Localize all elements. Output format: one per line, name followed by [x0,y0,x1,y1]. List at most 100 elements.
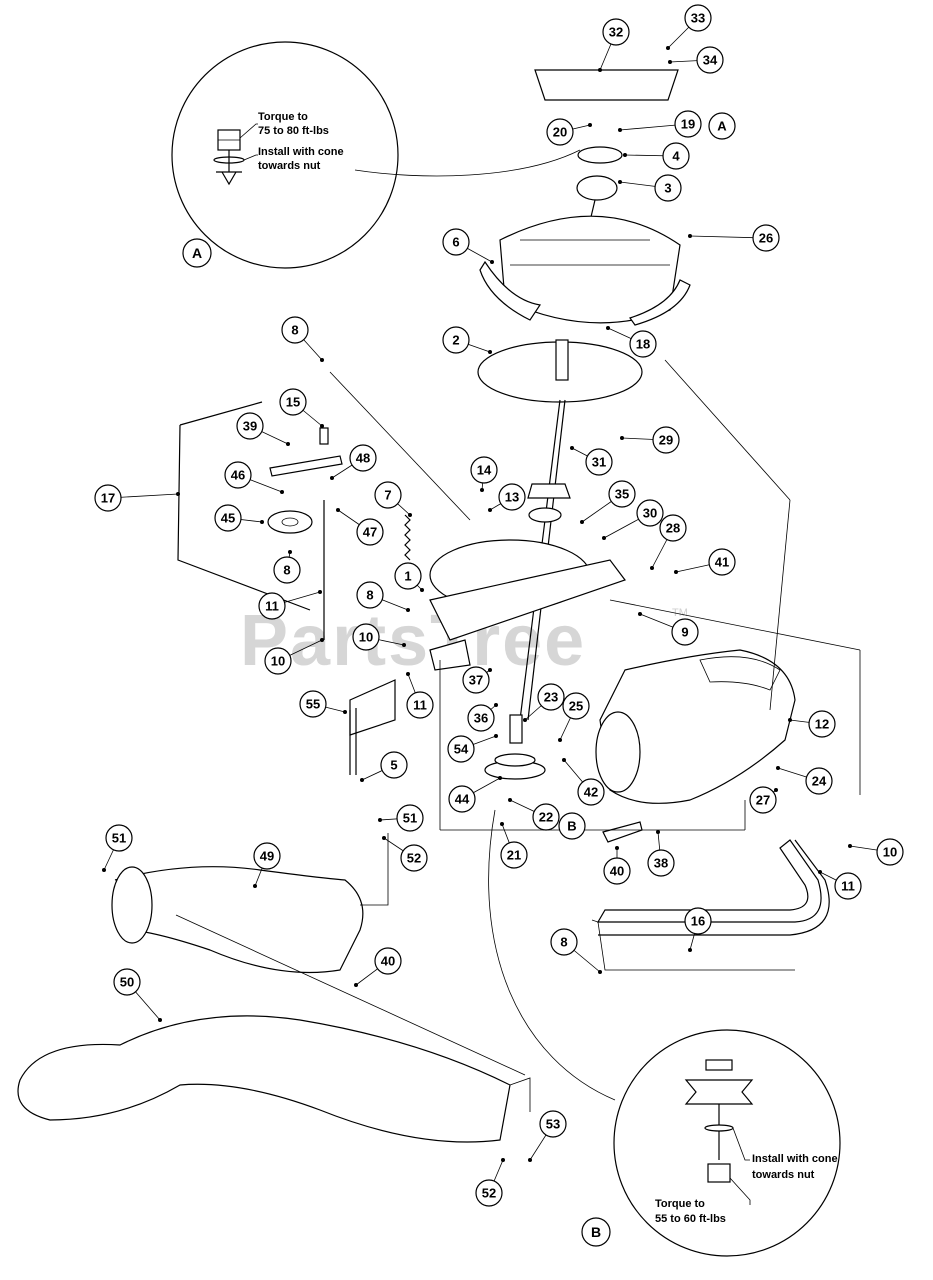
callout-24: 24 [776,766,833,795]
svg-text:3: 3 [664,181,671,196]
svg-text:10: 10 [271,654,285,669]
detail-b-pulley [684,1079,754,1105]
watermark-trademark: TM [672,607,688,619]
svg-text:15: 15 [286,395,300,410]
svg-text:41: 41 [715,555,729,570]
callout-45: 45 [214,504,264,532]
svg-text:44: 44 [455,792,470,807]
svg-text:38: 38 [654,856,668,871]
svg-text:27: 27 [756,793,770,808]
callout-23: 23 [523,683,565,722]
bracket-55 [349,679,396,736]
base-frame [429,559,626,641]
svg-text:37: 37 [469,673,483,688]
callout-4: 4 [623,142,690,170]
detail-a-torque-line2: 75 to 80 ft-lbs [258,125,329,137]
detail-a-label: A [182,238,212,268]
detail-a-install-line2: towards nut [258,160,321,172]
handle-16 [596,839,822,923]
detail-b: Install with cone towards nut Torque to … [488,809,841,1257]
idler-arm [269,455,343,477]
svg-text:11: 11 [413,698,427,713]
svg-text:13: 13 [505,490,519,505]
callout-52: 52 [475,1158,505,1207]
callout-21: 21 [500,822,528,869]
detail-b-torque-line2: 55 to 60 ft-lbs [655,1213,726,1225]
svg-text:49: 49 [260,849,274,864]
callout-32: 32 [598,18,630,72]
svg-text:34: 34 [703,53,718,68]
svg-text:21: 21 [507,848,521,863]
detail-b-install-line1: Install with cone [752,1153,838,1165]
svg-text:50: 50 [120,975,134,990]
svg-text:16: 16 [691,914,705,929]
svg-text:30: 30 [643,506,657,521]
svg-text:25: 25 [569,699,583,714]
detail-b-torque-line1: Torque to [655,1198,705,1210]
svg-text:B: B [567,819,576,834]
hose-50 [17,1015,511,1143]
callout-39: 39 [236,412,290,446]
callout-33: 33 [666,4,712,50]
callout-28: 28 [650,514,687,570]
callout-8: 8 [281,316,324,362]
callout-40: 40 [354,947,402,987]
callout-11: 11 [818,870,862,900]
callout-11: 11 [258,590,322,620]
callout-29: 29 [620,426,680,454]
callout-1: 1 [394,562,424,592]
callout-31: 31 [570,446,613,476]
svg-text:55: 55 [306,697,320,712]
callout-25: 25 [558,692,590,742]
svg-text:6: 6 [452,235,459,250]
callout-46: 46 [224,461,284,494]
svg-text:18: 18 [636,337,650,352]
detail-b-washer [704,1124,734,1132]
callout-50: 50 [113,968,162,1022]
callout-41: 41 [674,548,736,576]
svg-text:2: 2 [452,333,459,348]
callout-52: 52 [382,836,428,872]
svg-text:45: 45 [221,511,235,526]
svg-text:B: B [591,1224,601,1240]
svg-text:40: 40 [610,864,624,879]
svg-text:12: 12 [815,717,829,732]
callout-13: 13 [488,483,526,512]
detail-a-install-line1: Install with cone [258,146,344,158]
callout-37: 37 [462,666,492,694]
callout-19: 19 [618,110,702,138]
svg-text:10: 10 [359,630,373,645]
callout-30: 30 [602,499,664,540]
callout-9: 9 [638,612,699,646]
svg-text:8: 8 [283,563,290,578]
svg-text:28: 28 [666,521,680,536]
svg-text:33: 33 [691,11,705,26]
svg-text:10: 10 [883,845,897,860]
svg-text:52: 52 [482,1186,496,1201]
detail-b-circle [613,1029,841,1257]
callout-55: 55 [299,690,347,718]
callout-47: 47 [336,508,384,546]
callout-5: 5 [360,751,408,782]
callout-36: 36 [467,703,498,732]
svg-text:19: 19 [681,117,695,132]
callout-38: 38 [647,830,675,877]
callout-54: 54 [447,734,498,763]
callout-7: 7 [374,481,412,517]
bearing-flange-4 [577,146,623,164]
svg-text:47: 47 [363,525,377,540]
svg-text:24: 24 [812,774,827,789]
callout-8: 8 [550,928,602,974]
callout-35: 35 [580,480,636,524]
callout-10: 10 [352,623,406,651]
discharge-housing [599,649,796,804]
callout-48: 48 [330,444,377,480]
svg-text:9: 9 [681,625,688,640]
callout-42: 42 [562,758,605,806]
svg-text:17: 17 [101,491,115,506]
callout-51: 51 [102,824,133,872]
svg-text:1: 1 [404,569,411,584]
svg-text:A: A [192,245,202,261]
